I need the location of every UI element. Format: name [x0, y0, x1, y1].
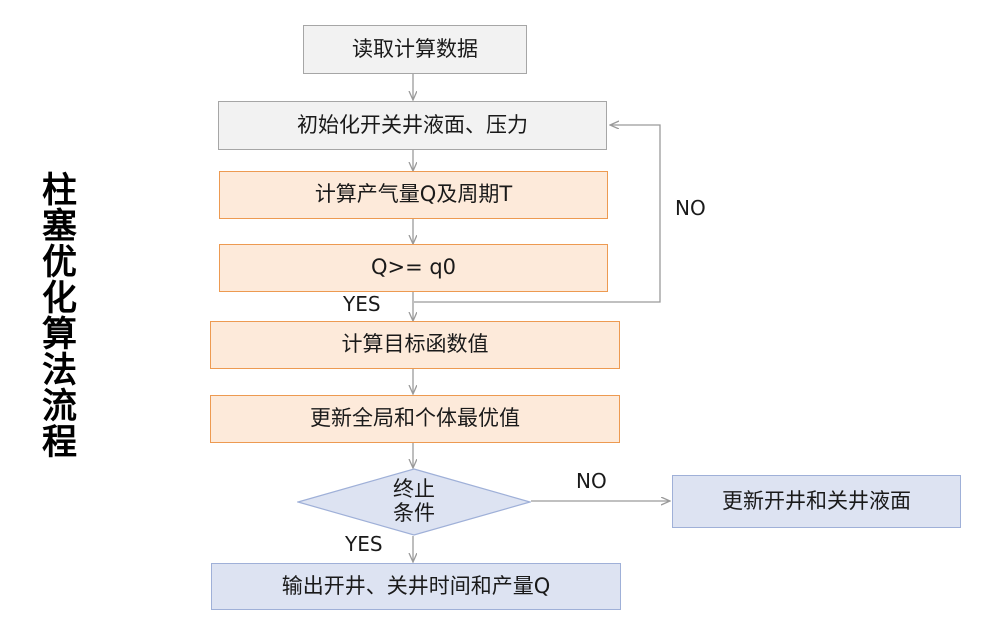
node-stop-condition-label: 终止 条件 — [393, 477, 435, 525]
node-output-result[interactable]: 输出开井、关井时间和产量Q — [211, 563, 621, 610]
node-objective-function[interactable]: 计算目标函数值 — [210, 321, 620, 369]
node-read-data[interactable]: 读取计算数据 — [303, 25, 527, 74]
node-stop-condition[interactable]: 终止 条件 — [297, 468, 531, 536]
node-update-well-levels[interactable]: 更新开井和关井液面 — [672, 475, 961, 528]
node-calc-gas-and-cycle[interactable]: 计算产气量Q及周期T — [219, 171, 608, 219]
diagram-vertical-title: 柱塞优化算法流程 — [36, 171, 76, 459]
node-update-global-personal-best[interactable]: 更新全局和个体最优值 — [210, 395, 620, 443]
edge-label-stop-yes: YES — [345, 532, 383, 556]
diamond-shape — [297, 468, 531, 536]
edge-label-stop-no: NO — [576, 469, 607, 493]
node-init[interactable]: 初始化开关井液面、压力 — [218, 101, 607, 150]
edge-label-compare-no: NO — [675, 196, 706, 220]
node-compare-q-q0[interactable]: Q>= q0 — [219, 244, 608, 292]
edge-label-compare-yes: YES — [343, 292, 381, 316]
